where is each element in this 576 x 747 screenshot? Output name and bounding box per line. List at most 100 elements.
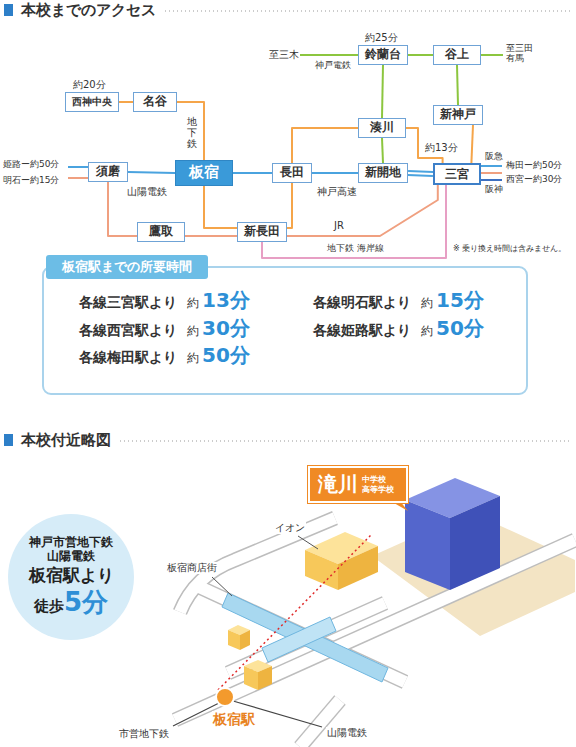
walk-minutes: 5分 <box>64 587 108 617</box>
map-label: 板宿商店街 <box>166 562 218 574</box>
section-heading: 本校までのアクセス <box>20 2 157 19</box>
map-label: 阪急 <box>484 151 504 161</box>
station-box: 谷上 <box>433 45 481 65</box>
map-label: 神戸電鉄 <box>314 60 352 70</box>
map-label: 板宿駅 <box>212 711 256 727</box>
underground-line <box>218 534 372 690</box>
map-label: 山陽電鉄 <box>326 727 368 739</box>
map-label: 西宮ー約30分 <box>505 174 563 184</box>
rail-line <box>457 65 458 105</box>
station-box: 新開地 <box>358 163 408 183</box>
walk-text: 板宿駅より <box>29 566 114 586</box>
station-name: 長田 <box>280 165 304 179</box>
map-label: 約25分 <box>364 32 399 44</box>
station-name: 新神戸 <box>440 107 476 121</box>
line-name: 山陽電鉄 <box>126 186 168 198</box>
road-outline <box>175 518 575 747</box>
map-label: 約13分 <box>424 142 459 154</box>
map-label: 約 <box>186 352 200 366</box>
station-name: 新開地 <box>365 165 401 179</box>
rail-line <box>408 173 433 174</box>
map-label: 本校付近略図 <box>20 432 112 449</box>
route-stubs <box>68 55 503 180</box>
station-box: 新神戸 <box>433 105 483 125</box>
rail-line <box>471 125 473 163</box>
rail-line <box>204 186 237 228</box>
map-label: 約20分 <box>72 79 107 91</box>
map-label: 約 <box>186 297 200 311</box>
leader-line <box>298 536 318 549</box>
rail-line <box>408 54 433 56</box>
station-name: 西神中央 <box>72 96 112 107</box>
station-box: 西神中央 <box>65 92 119 112</box>
minutes-value: 13分 <box>201 289 251 312</box>
station-box: 湊川 <box>358 118 406 138</box>
minutes-value: 50分 <box>201 344 251 367</box>
rail-line <box>287 185 438 236</box>
map-label: 市営地下鉄 <box>118 728 170 740</box>
station-box: 名谷 <box>133 92 177 112</box>
map-label: 至三木 <box>268 49 300 61</box>
station-name: 湊川 <box>370 120 394 134</box>
leader-line <box>212 577 232 596</box>
walk-text: 徒歩 <box>34 597 64 615</box>
minutes-value: 15分 <box>435 289 485 312</box>
map-label: 約 <box>420 325 434 339</box>
rail-line <box>262 185 446 258</box>
map-label: 各線西宮駅より <box>78 322 178 338</box>
rail-line <box>287 183 292 228</box>
heading-rule <box>165 11 572 12</box>
map-label: 梅田ー約50分 <box>505 160 563 170</box>
school-kind: 中学校 高等学校 <box>362 475 398 493</box>
walk-text: 神戸市営地下鉄 山陽電鉄 <box>22 536 120 564</box>
minutes-value: 50分 <box>435 317 485 340</box>
heading-mark <box>4 434 13 446</box>
road <box>175 518 575 747</box>
rail-line <box>382 65 383 118</box>
station-name: 谷上 <box>445 47 469 61</box>
aeon-building <box>305 532 378 590</box>
line-name: 地下鉄 <box>186 116 198 149</box>
station-box: 須磨 <box>88 162 128 182</box>
station-name: 板宿 <box>189 163 219 181</box>
map-label: 阪神 <box>484 184 504 194</box>
heading-mark <box>4 4 13 16</box>
station-name: 須磨 <box>96 164 120 178</box>
station-name: 名谷 <box>143 94 167 108</box>
map-label: 姫路ー約50分 <box>2 159 60 169</box>
school-callout: 滝川中学校 高等学校 <box>308 466 408 503</box>
station-name: 鷹取 <box>149 224 173 238</box>
walk-circle: 神戸市営地下鉄 山陽電鉄板宿駅より徒歩5分 <box>8 514 134 640</box>
station-box: 鈴蘭台 <box>358 45 408 65</box>
map-label: 約 <box>420 297 434 311</box>
station-box: 三宮 <box>433 163 481 185</box>
station-box: 新長田 <box>237 222 287 242</box>
station-name: 鈴蘭台 <box>365 47 401 61</box>
rail-line <box>292 128 358 163</box>
station-box: 長田 <box>272 163 312 183</box>
line-name: JR <box>333 220 345 232</box>
map-label: ※ 乗り換え時間は含みません。 <box>452 244 567 253</box>
map-label: イオン <box>274 522 306 534</box>
map-label: 各線梅田駅より <box>78 349 178 365</box>
rail-line <box>233 172 272 174</box>
station-box: 板宿 <box>175 160 233 186</box>
school-building <box>405 478 500 590</box>
heading-rule <box>120 441 572 442</box>
rail-line <box>185 235 237 237</box>
station-dot <box>216 688 234 706</box>
map-label: 明石ー約15分 <box>2 175 60 185</box>
map-label: 各線姫路駅より <box>312 322 412 338</box>
map-label: 至三田 有馬 <box>505 43 537 64</box>
walk-row: 徒歩5分 <box>34 588 108 618</box>
station-name: 三宮 <box>445 167 469 181</box>
minutes-value: 30分 <box>201 317 251 340</box>
rail-line <box>177 102 204 160</box>
map-label: 各線三宮駅より <box>78 294 178 310</box>
rail-line <box>128 172 175 173</box>
map-label: 約 <box>186 325 200 339</box>
rail-line-inner <box>408 173 433 174</box>
school-name: 滝川 <box>318 471 358 498</box>
rail-line <box>119 101 133 103</box>
